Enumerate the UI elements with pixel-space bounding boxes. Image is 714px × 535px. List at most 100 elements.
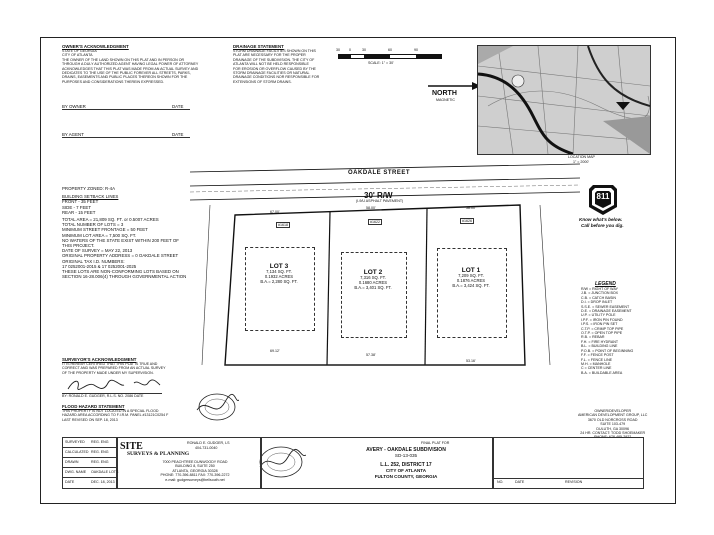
owners-ack-heading: OWNER'S ACKNOWLEDGMENT <box>62 44 129 49</box>
plat-notes: PROPERTY ZONED: R-4A BUILDING SETBACK LI… <box>62 186 186 279</box>
setback-heading: BUILDING SETBACK LINES <box>62 194 119 200</box>
lot3-buildable-area <box>245 247 315 331</box>
owners-ack-line: CITY OF ATLANTA <box>62 53 93 58</box>
note-line: MINIMUM LOT AREA = 7,500 SQ. FT. <box>62 232 137 238</box>
legend-item: F.H. = FIRE HYDRANT <box>581 339 619 344</box>
legend-item: J.B. = JUNCTION BOX <box>581 291 619 296</box>
west-adjacent-line <box>201 204 211 366</box>
legend-item: U.P. = UTILITY POLE <box>581 313 616 318</box>
lot1-buildable: B.A.= 3,424 SQ. FT. <box>452 283 490 288</box>
legend-item: D.I. = DROP INLET <box>581 300 613 305</box>
lot2-area-sqft: 7,316 SQ. FT. <box>360 275 386 280</box>
drainage-line: STORM DRAINAGE FACILITIES OR NATURAL <box>233 71 310 76</box>
location-map-graphic <box>478 46 650 154</box>
owners-ack-line: DEDICATES TO THE USE OF THE PUBLIC FOREV… <box>62 71 191 76</box>
rev-no-label: NO. <box>497 480 504 484</box>
lot3-buildable: B.A.= 2,280 SQ. FT. <box>260 279 298 284</box>
lot1-area-sqft: 7,209 SQ. FT. <box>458 273 484 278</box>
legend-item: R.B. = REBAR <box>581 335 605 340</box>
surveyor-seal-icon <box>196 393 239 421</box>
lot1-front-dim: 58.00' <box>466 206 476 210</box>
note-line: SECTION 16-28.006(4) THROUGH GOVERNMENTA… <box>62 274 187 280</box>
scale-tick-label: 30 <box>336 48 340 52</box>
setback-line: SIDE - 7 FEET <box>62 204 92 210</box>
lot1-buildable-area <box>437 248 507 338</box>
legend-item: B.A. = BUILDABLE AREA <box>581 370 623 375</box>
street-name: OAKDALE STREET <box>348 170 411 176</box>
surveyors-ack-heading: SURVEYOR'S ACKNOWLEDGMENT <box>62 357 137 362</box>
lot1-address: #1626 <box>460 218 474 225</box>
firm-owner: RONALD E. GUDGER, LS <box>187 441 230 445</box>
note-line: ORIGINAL TAX I.D. NUMBERS: <box>62 258 125 264</box>
lot3-label: LOT 3 <box>269 263 289 270</box>
north-arrow: NORTH MAGNETIC <box>426 81 482 105</box>
lot3-area-sqft: 7,134 SQ. FT. <box>266 269 292 274</box>
street-line-center <box>190 177 580 187</box>
by-owner-line: BY OWNER DATE <box>62 104 190 111</box>
surveyor-signature <box>67 379 161 390</box>
drainage-line: PLAT ARE NECESSARY FOR THE PROPER <box>233 53 306 58</box>
owners-ack-line: DRAINS, EASEMENTS AND PUBLIC PLACES THER… <box>62 75 188 80</box>
scale-tick-label: 60 <box>388 48 392 52</box>
title-block-row-label: DWG. NAME <box>65 470 87 474</box>
street-row: 30' R/W <box>364 191 393 200</box>
title-block-row: DWG. NAME OAKDALE LOTS <box>63 468 119 478</box>
firm-name-line1: SITE <box>120 441 143 452</box>
legend-item: I.P.S. = IRON PIN SET <box>581 322 618 327</box>
note-line: THIS PROJECT. <box>62 243 95 249</box>
rev-date-label: DATE <box>515 480 525 484</box>
firm-block: SITE SURVEYS & PLANNING RONALD E. GUDGER… <box>116 437 262 489</box>
street-line-north <box>190 163 580 173</box>
flood-heading: FLOOD HAZARD STATEMENT <box>62 404 125 409</box>
lot2-buildable: B.A.= 3,401 SQ. FT. <box>354 285 392 290</box>
rev-revision-label: REVISION <box>565 480 583 484</box>
scale-label: SCALE: 1" = 30' <box>368 61 394 65</box>
note-line: DATE OF SURVEY = MAY 22, 2013 <box>62 248 133 254</box>
note-line: THESE LOTS ARE NON-CONFORMING LOTS BASED… <box>62 269 179 275</box>
drainage-line: FOR EROSION OR OVERFLOW CAUSED BY THE <box>233 66 316 71</box>
legend-item: M.H. = MANHOLE <box>581 361 611 366</box>
sign-811-number: 811 <box>596 192 610 201</box>
legend-item: R/W = RIGHT OF WAY <box>581 287 618 291</box>
setback-line: FRONT - 35 FEET <box>62 199 99 205</box>
lot2-area-acres: 0.1680 ACRES <box>358 280 388 285</box>
drainage-heading: DRAINAGE STATEMENT <box>233 44 284 49</box>
lot2-front-dim: 58.00' <box>366 206 376 210</box>
surveyors-ack-line: IT IS HEREBY CERTIFIED THAT THIS PLAT IS… <box>62 362 158 366</box>
sign-811-tag1: Know what's below. <box>579 217 623 222</box>
legend-item: O.T.P. = OPEN TOP PIPE <box>581 331 623 336</box>
lot2-address: #1622 <box>368 219 382 226</box>
scale-tick-label: 90 <box>414 48 418 52</box>
plat-drawing <box>190 163 580 366</box>
project-number: SD-13-035 <box>394 453 418 458</box>
drainage-line: ATLANTA WILL NOT BE HELD RESPONSIBLE <box>233 62 309 67</box>
firm-address-line: e-mail: gudgersurveys@bellsouth.net <box>165 477 225 482</box>
lot2-info: LOT 2 7,316 SQ. FT. 0.1680 ACRES B.A.= 3… <box>344 269 402 290</box>
city-name: CITY OF ATLANTA <box>385 468 427 473</box>
note-line: TOTAL NUMBER OF LOTS = 3 <box>62 222 124 228</box>
project-title-block: FINAL PLAT FOR AVERY - OAKDALE SUBDIVISI… <box>260 437 494 489</box>
east-adjacent-line <box>539 204 551 366</box>
final-plat-label: FINAL PLAT FOR <box>421 441 450 445</box>
sign-811-tag2: Call before you dig. <box>581 223 624 228</box>
owners-ack-line: ACKNOWLEDGES THAT THIS PLAT WAS MADE FRO… <box>62 66 199 71</box>
surveyors-ack-line: OF THE PROPERTY MADE UNDER MY SUPERVISIO… <box>62 370 154 375</box>
legend-heading: LEGEND <box>595 281 616 287</box>
location-map-scale: 1" = 2000' <box>573 160 590 164</box>
surveyor-sig-line: BY: RONALD E. GUDGER, R.L.S. NO. 2086 DA… <box>62 393 162 398</box>
drainage-line: EXTENSIONS OF STORM DRAINS. <box>233 79 292 84</box>
note-line: ORIGINAL PROPERTY ADDRESS = 0 OAKDALE ST… <box>62 253 179 259</box>
drainage-line: DRAINAGE CONDITIONS NOR RESPONSIBLE FOR <box>233 75 320 80</box>
lot1-rear-dim: 53.16' <box>466 359 476 363</box>
scale-tick-label: 30 <box>362 48 366 52</box>
title-block-row-value: OAKDALE LOTS <box>91 470 119 474</box>
note-line: 17 0252001-2015 & 17 0252001-2025 <box>62 263 137 269</box>
lot3-front-dim: 67.00' <box>270 210 280 214</box>
firm-name-line2: SURVEYS & PLANNING <box>127 451 190 457</box>
